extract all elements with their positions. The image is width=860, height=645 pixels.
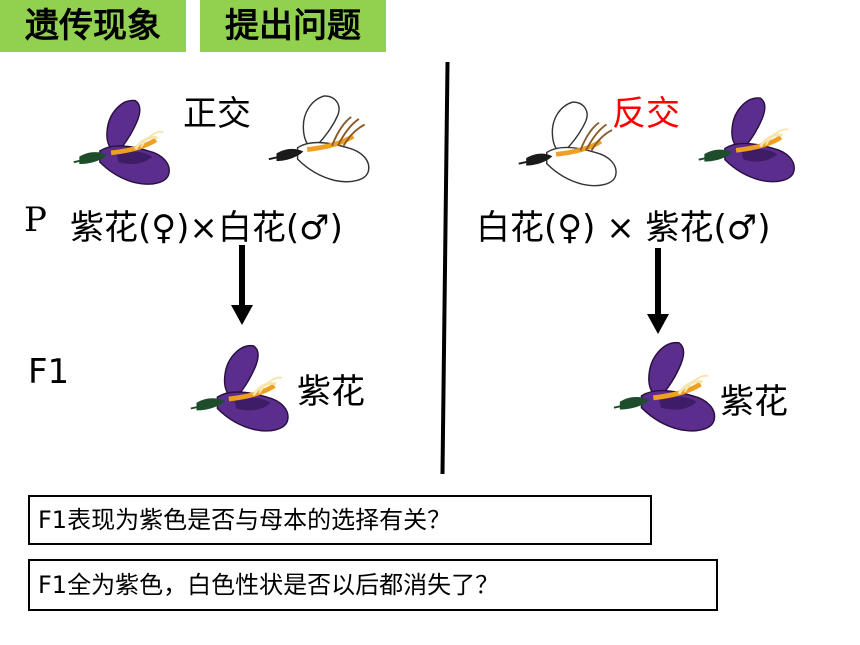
f1-label: F1 — [28, 352, 70, 392]
section-tag: 提出问题 — [200, 0, 386, 52]
question-box: F1全为紫色，白色性状是否以后都消失了？ — [28, 559, 718, 611]
question-text: F1全为紫色，白色性状是否以后都消失了？ — [38, 571, 500, 599]
purple-flower-icon — [610, 338, 728, 438]
purple-flower-icon — [185, 342, 303, 437]
reciprocal-title: 反交 — [612, 94, 680, 134]
cross-parents: 紫花(♀)×白花(♂) — [70, 208, 343, 248]
topic-tag: 遗传现象 — [0, 0, 186, 52]
purple-flower-icon — [695, 92, 807, 190]
purple-flower-icon — [70, 96, 182, 191]
p-label: P — [24, 200, 47, 240]
reciprocal-f1-result: 紫花 — [720, 382, 788, 422]
f1-result: 紫花 — [297, 372, 365, 412]
question-text: F1表现为紫色是否与母本的选择有关？ — [38, 506, 452, 534]
white-flower-icon — [515, 96, 627, 194]
question-box: F1表现为紫色是否与母本的选择有关？ — [28, 495, 652, 545]
divider-line — [440, 61, 450, 475]
white-flower-icon — [265, 90, 380, 190]
down-arrow-icon — [647, 248, 669, 334]
reciprocal-parents: 白花(♀) × 紫花(♂) — [476, 208, 771, 248]
down-arrow-icon — [231, 245, 253, 325]
cross-title: 正交 — [183, 94, 251, 134]
